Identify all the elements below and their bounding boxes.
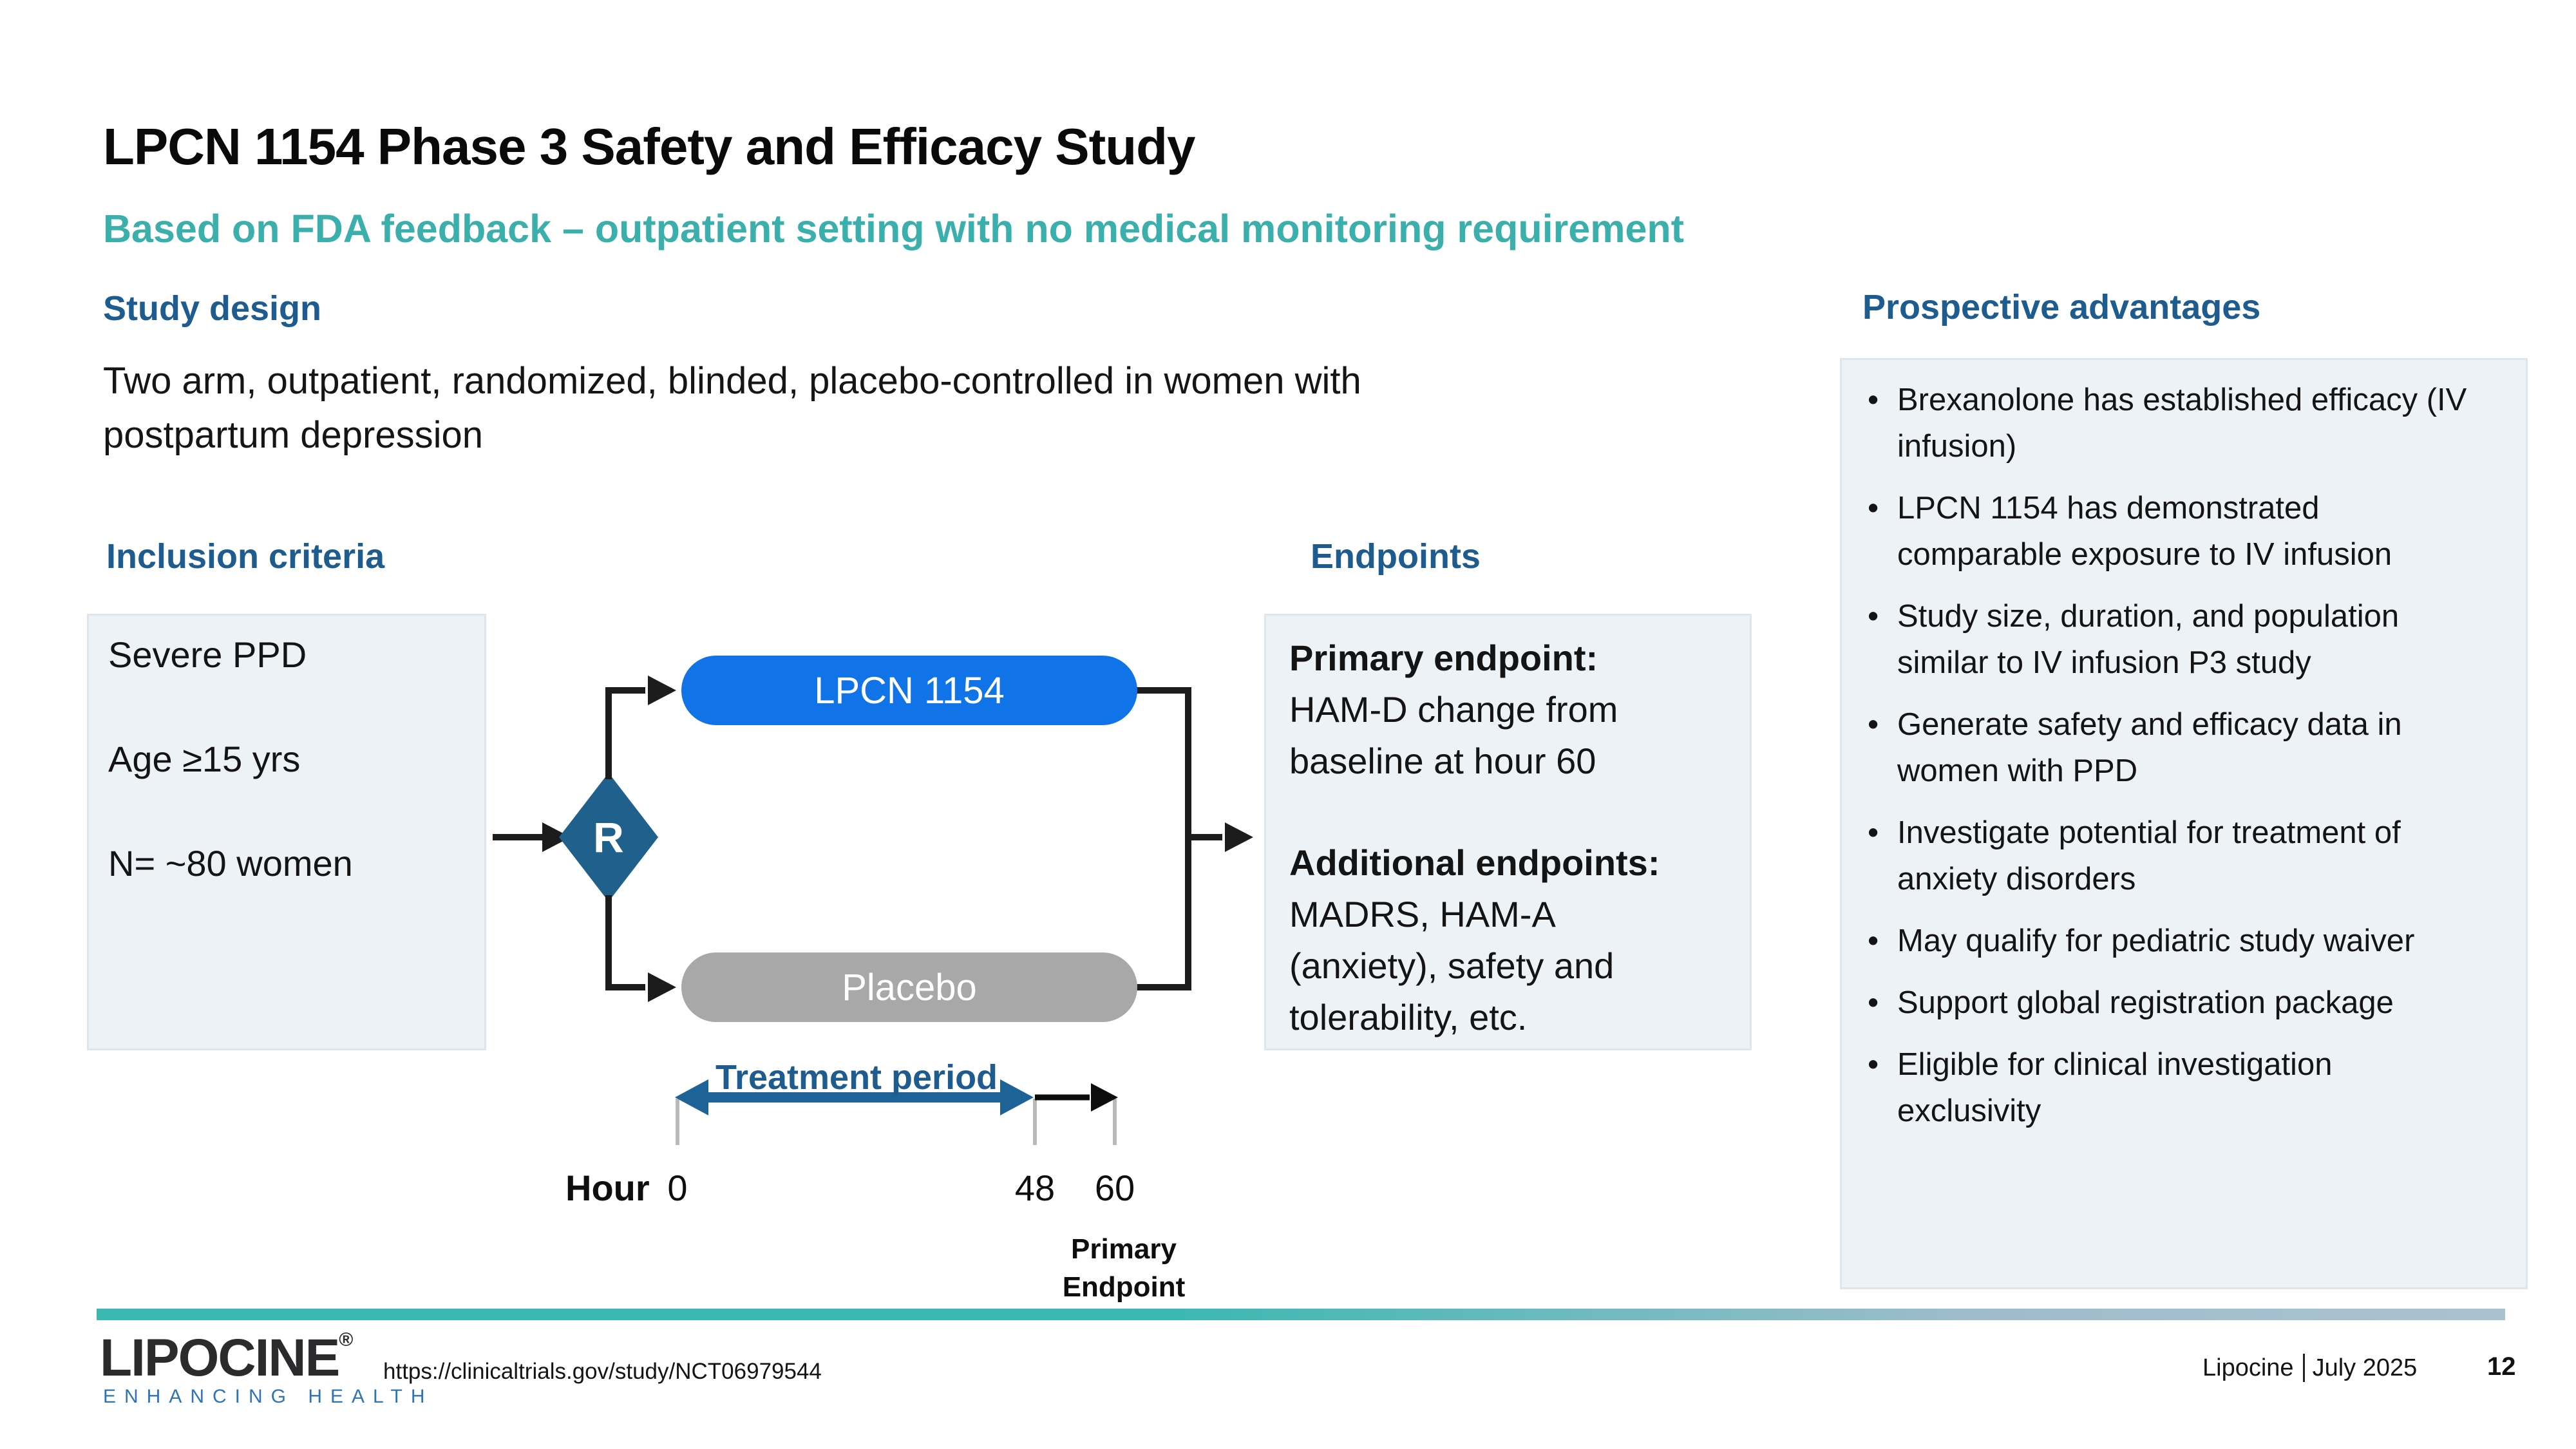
footer-divider-bar	[97, 1309, 2505, 1320]
page-title: LPCN 1154 Phase 3 Safety and Efficacy St…	[103, 118, 1196, 175]
list-item: LPCN 1154 has demonstrated comparable ex…	[1860, 485, 2480, 578]
clinicaltrials-url-link[interactable]: https://clinicaltrials.gov/study/NCT0697…	[383, 1359, 822, 1384]
list-item: May qualify for pediatric study waiver	[1860, 918, 2480, 964]
additional-endpoints-label: Additional endpoints:	[1289, 842, 1660, 884]
inclusion-criteria-box: Severe PPD Age ≥15 yrs N= ~80 women	[87, 614, 486, 1050]
hour-tick-60: 60	[1094, 1168, 1135, 1208]
spacer	[1289, 787, 1711, 837]
registered-trademark-icon: ®	[339, 1329, 354, 1350]
list-item: Generate safety and efficacy data in wom…	[1860, 701, 2480, 794]
logo-wordmark: LIPOCINE	[100, 1329, 340, 1387]
study-design-heading: Study design	[103, 289, 322, 328]
treatment-arm-pill: LPCN 1154	[681, 656, 1137, 725]
footer-credit: Lipocine July 2025	[2202, 1354, 2417, 1382]
post-treatment-arrow	[1035, 1083, 1118, 1112]
primary-endpoint-label: Primary endpoint:	[1289, 638, 1598, 678]
study-design-description: Two arm, outpatient, randomized, blinded…	[103, 360, 1361, 457]
list-item: Study size, duration, and population sim…	[1860, 593, 2480, 686]
endpoints-box: Primary endpoint: HAM-D change from base…	[1264, 614, 1752, 1050]
footer-separator	[2302, 1354, 2305, 1382]
logo-tagline: ENHANCING HEALTH	[103, 1386, 433, 1407]
footer-date: July 2025	[2312, 1354, 2418, 1381]
list-item: Eligible for clinical investigation excl…	[1860, 1041, 2480, 1134]
prospective-advantages-heading: Prospective advantages	[1862, 288, 2261, 327]
list-item: Investigate potential for treatment of a…	[1860, 810, 2480, 902]
randomization-label: R	[593, 813, 624, 861]
hour-axis-label: Hour	[565, 1168, 650, 1208]
placebo-arm-pill: Placebo	[681, 952, 1137, 1022]
page-number: 12	[2487, 1352, 2516, 1381]
endpoints-heading: Endpoints	[1311, 537, 1481, 576]
hour-tick-48: 48	[1014, 1168, 1056, 1208]
footer-company: Lipocine	[2202, 1354, 2294, 1381]
page-subtitle: Based on FDA feedback – outpatient setti…	[103, 207, 1684, 251]
primary-endpoint-text: HAM-D change from baseline at hour 60	[1289, 689, 1618, 782]
branch-top-arm-arrow	[605, 676, 676, 779]
outbound-arrow	[1137, 687, 1253, 990]
prospective-advantages-box: Brexanolone has established efficacy (IV…	[1840, 358, 2528, 1289]
hour-tick-0: 0	[667, 1168, 688, 1208]
timeline-ticks	[676, 1099, 1117, 1145]
lipocine-logo: LIPOCINE®	[100, 1328, 353, 1388]
inclusion-item-age: Age ≥15 yrs	[108, 739, 301, 779]
list-item: Brexanolone has established efficacy (IV…	[1860, 377, 2480, 469]
list-item: Support global registration package	[1860, 980, 2480, 1026]
primary-endpoint-callout: Primary Endpoint	[1062, 1233, 1186, 1303]
inclusion-item-sample-size: N= ~80 women	[108, 843, 353, 884]
additional-endpoints-text: MADRS, HAM-A (anxiety), safety and toler…	[1289, 894, 1615, 1038]
inclusion-criteria-heading: Inclusion criteria	[106, 537, 385, 576]
branch-bottom-arm-arrow	[605, 895, 676, 1002]
treatment-period-label: Treatment period	[715, 1058, 998, 1097]
inclusion-item-severity: Severe PPD	[108, 634, 307, 675]
advantages-list: Brexanolone has established efficacy (IV…	[1860, 377, 2500, 1134]
